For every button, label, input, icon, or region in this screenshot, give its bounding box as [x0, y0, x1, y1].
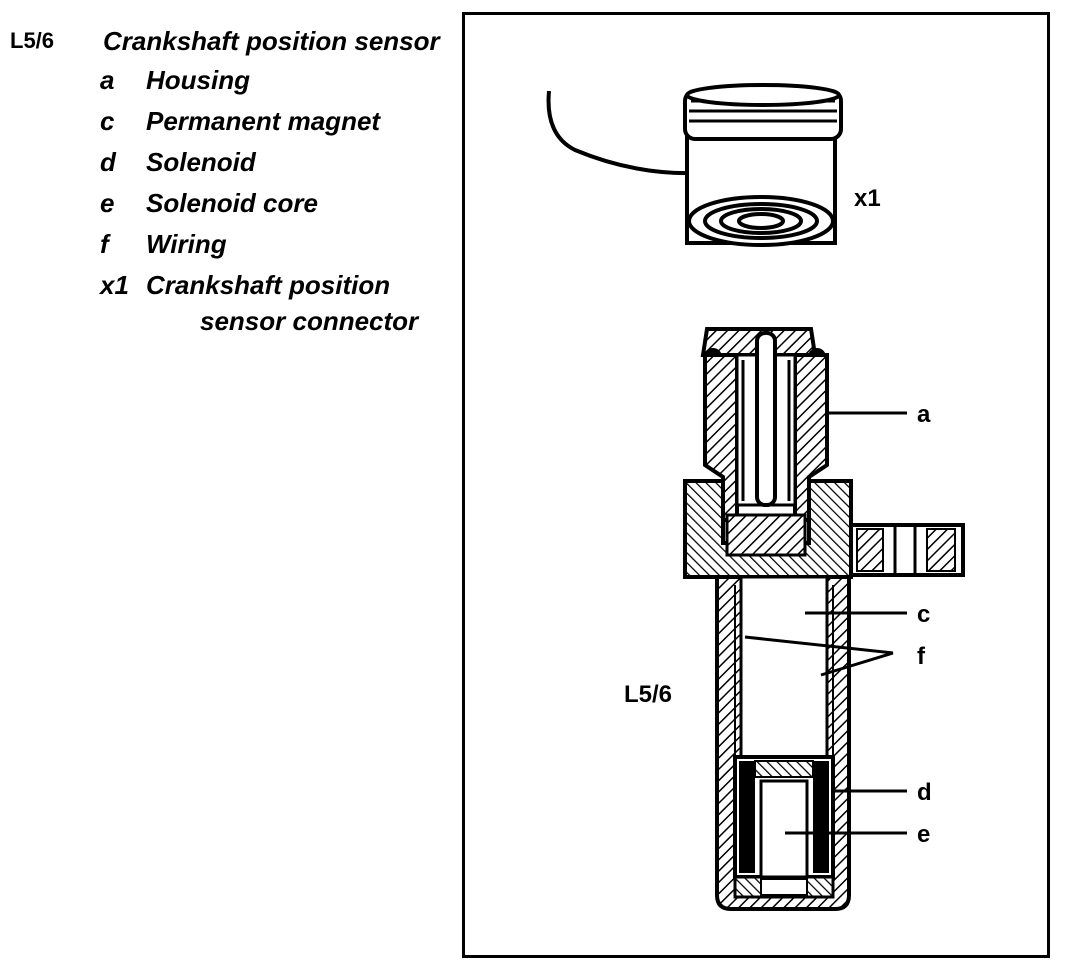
legend-label-solenoid: Solenoid — [146, 147, 256, 177]
sensor-diagram-frame: x1 a c f d e L5/6 — [462, 12, 1050, 958]
legend-label-housing: Housing — [146, 65, 250, 95]
legend-label-connector: Crankshaft position — [146, 270, 391, 300]
sensor-diagram — [546, 83, 965, 911]
legend-label-wiring: Wiring — [146, 229, 227, 259]
legend-key-f: f — [100, 229, 109, 259]
legend-label-permanent-magnet: Permanent magnet — [146, 106, 381, 136]
legend-key-e: e — [100, 188, 115, 218]
legend-key-x1: x1 — [100, 270, 129, 300]
label-a: a — [917, 401, 931, 428]
label-d: d — [917, 779, 932, 806]
legend-code: L5/6 — [10, 28, 55, 53]
label-f: f — [917, 643, 925, 670]
legend-label-solenoid-core: Solenoid core — [146, 188, 318, 218]
leader-lines — [744, 411, 907, 835]
legend-label-connector-line2: sensor connector — [200, 306, 419, 336]
legend-title: Crankshaft position sensor — [103, 26, 440, 56]
connector-x1 — [546, 83, 843, 247]
label-e: e — [917, 821, 931, 848]
legend: L5/6 Crankshaft position sensor a Housin… — [0, 0, 460, 340]
label-c: c — [917, 601, 931, 628]
legend-key-d: d — [100, 147, 116, 177]
sensor-body — [683, 327, 965, 911]
label-part-code: L5/6 — [624, 681, 673, 708]
label-x1: x1 — [854, 185, 881, 212]
legend-key-c: c — [100, 106, 115, 136]
legend-key-a: a — [100, 65, 115, 95]
